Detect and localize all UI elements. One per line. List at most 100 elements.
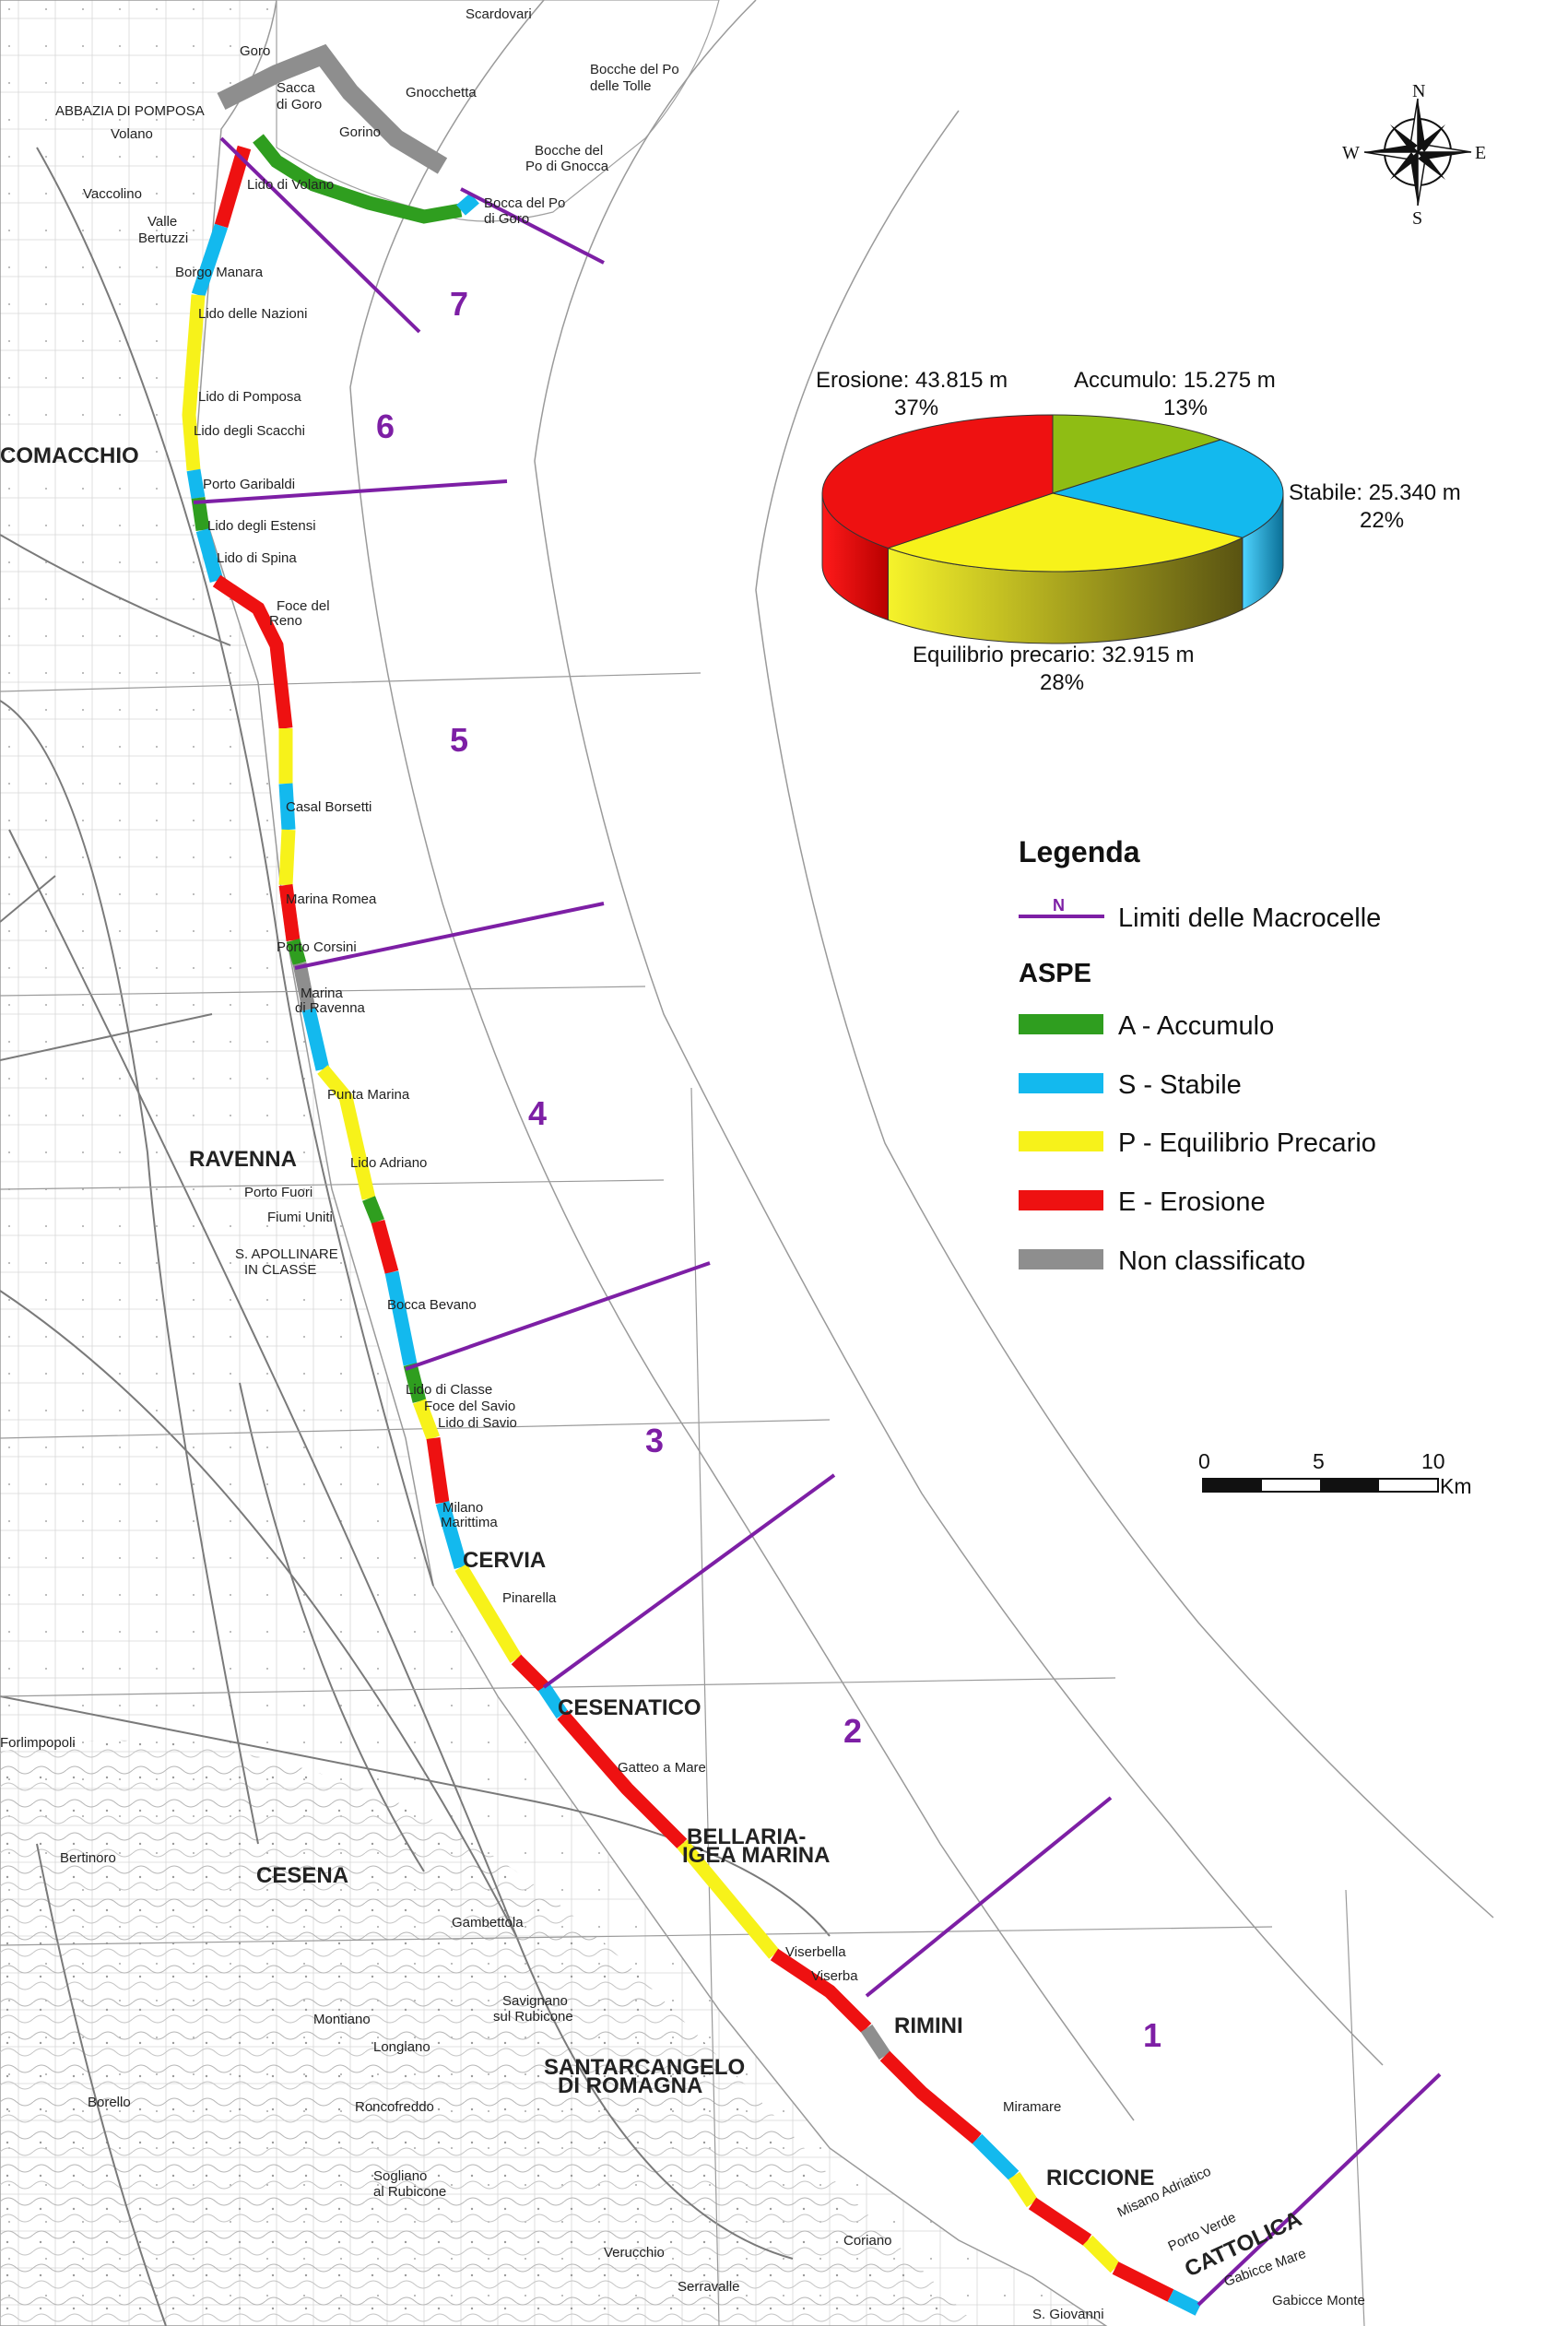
place-label: Lido di Spina [217, 550, 297, 566]
cell-number-7: 7 [450, 285, 468, 323]
place-label: Porto Corsini [277, 939, 357, 955]
pie-slice-precario [886, 492, 1244, 573]
scale-tick-10: 10 [1421, 1449, 1445, 1473]
scale-tick-0: 0 [1198, 1449, 1210, 1473]
road-network [0, 147, 831, 2326]
compass-s: S [1412, 208, 1422, 229]
place-label: Gatteo a Mare [618, 1760, 706, 1776]
compass-rose: N S E W [1342, 81, 1486, 229]
pie-pct-accumulo: 13% [1163, 396, 1208, 420]
place-label: CERVIA [463, 1548, 546, 1573]
place-label: Lido degli Scacchi [194, 423, 305, 439]
scale-bar: 0 5 10 Km [1198, 1449, 1472, 1498]
place-label: Lido Adriano [350, 1155, 427, 1171]
place-label: Fiumi Uniti [267, 1210, 333, 1225]
pie-pct-precario: 28% [1040, 670, 1084, 695]
place-label: Foce del Savio [424, 1399, 515, 1414]
place-labels: Scardovari Goro Sacca di Goro Gorino Gno… [0, 6, 1365, 2322]
place-label: di Ravenna [295, 1000, 366, 1016]
place-label: Borello [88, 2095, 131, 2110]
pie-slice-stabile [1051, 439, 1284, 538]
macrocell-limits [193, 136, 1442, 2307]
place-label: Porto Garibaldi [203, 477, 295, 492]
pie-slice-erosione [821, 414, 1054, 549]
place-label: DI ROMAGNA [558, 2073, 702, 2098]
place-label: Lido di Savio [438, 1415, 517, 1431]
place-label: CESENA [256, 1863, 348, 1888]
place-label: Volano [111, 126, 153, 142]
place-label: Milano [442, 1500, 483, 1516]
place-label: Po di Gnocca [525, 159, 609, 174]
place-label: Sogliano [373, 2168, 427, 2184]
place-label: di Goro [277, 97, 322, 112]
place-label: Verucchio [604, 2245, 665, 2261]
legend-macro-marker: N [1053, 896, 1065, 915]
po-delta [276, 0, 720, 222]
place-label: Forlimpopoli [0, 1735, 76, 1751]
place-label: Lido di Pomposa [198, 389, 301, 405]
place-label: Viserbella [785, 1944, 846, 1960]
pie-pct-erosione: 37% [894, 396, 938, 420]
legend-label-precario: P - Equilibrio Precario [1118, 1128, 1376, 1158]
legend-swatch-accumulo [1019, 1014, 1103, 1034]
place-label: Miramare [1003, 2099, 1061, 2115]
place-label: Lido di Classe [406, 1382, 492, 1398]
hills-area [0, 1740, 977, 2326]
place-label: Porto Fuori [244, 1185, 312, 1200]
place-label: COMACCHIO [0, 443, 139, 468]
place-label: ABBAZIA DI POMPOSA [55, 103, 205, 119]
place-label: Bertuzzi [138, 230, 188, 246]
legend-swatch-precario [1019, 1131, 1103, 1151]
place-label: Vaccolino [83, 186, 142, 202]
place-label: BELLARIA- [687, 1824, 806, 1849]
place-label: Gnocchetta [406, 85, 477, 100]
place-label: Foce del [277, 598, 330, 614]
place-label: Coriano [843, 2233, 892, 2249]
grid-lines [0, 672, 1365, 2326]
place-label: Montiano [313, 2012, 371, 2027]
legend-swatch-non-classificato [1019, 1249, 1103, 1269]
compass-w: W [1342, 143, 1360, 163]
legend-label-non-classificato: Non classificato [1118, 1246, 1305, 1276]
place-label: Borgo Manara [175, 265, 264, 280]
place-label: sul Rubicone [493, 2009, 573, 2025]
compass-e: E [1475, 143, 1486, 163]
place-label: Roncofreddo [355, 2099, 434, 2115]
legend: Legenda N Limiti delle Macrocelle ASPE A… [1019, 835, 1381, 1276]
place-label: RIMINI [894, 2013, 963, 2038]
place-label: SANTARCANGELO [544, 2055, 745, 2080]
scale-unit: Km [1440, 1474, 1472, 1498]
place-label: Bertinoro [60, 1850, 116, 1866]
place-label: Bocca Bevano [387, 1297, 477, 1313]
place-label: IN CLASSE [244, 1262, 316, 1278]
place-label: RICCIONE [1046, 2166, 1154, 2190]
place-label: Lido degli Estensi [207, 518, 316, 534]
place-label: Valle [147, 214, 177, 230]
place-label: Gorino [339, 124, 381, 140]
place-label: Lido delle Nazioni [198, 306, 307, 322]
place-label: di Goro [484, 211, 529, 227]
scale-tick-5: 5 [1313, 1449, 1325, 1473]
place-label: Scardovari [466, 6, 532, 22]
cell-number-1: 1 [1143, 2016, 1161, 2054]
place-label: Marittima [441, 1515, 498, 1530]
place-label: Marina Romea [286, 891, 377, 907]
pie-label-stabile: Stabile: 25.340 m [1289, 480, 1461, 505]
legend-aspe-title: ASPE [1019, 959, 1091, 988]
place-label: RAVENNA [189, 1147, 297, 1172]
pie-pct-stabile: 22% [1360, 508, 1404, 533]
macrocell-numbers: 1 2 3 4 5 6 7 [376, 285, 1161, 2054]
place-label: Reno [269, 613, 302, 629]
pie-label-erosione: Erosione: 43.815 m [816, 368, 1008, 393]
place-label: Sacca [277, 80, 315, 96]
depth-contours [349, 0, 1494, 2121]
compass-n: N [1412, 81, 1425, 101]
land-area [0, 0, 1108, 2326]
cell-number-5: 5 [450, 721, 468, 759]
legend-title: Legenda [1019, 835, 1140, 868]
place-label: Bocche del Po [590, 62, 679, 77]
place-label: Goro [240, 43, 270, 59]
place-label: Bocche del [535, 143, 603, 159]
place-label: Viserba [811, 1968, 858, 1984]
